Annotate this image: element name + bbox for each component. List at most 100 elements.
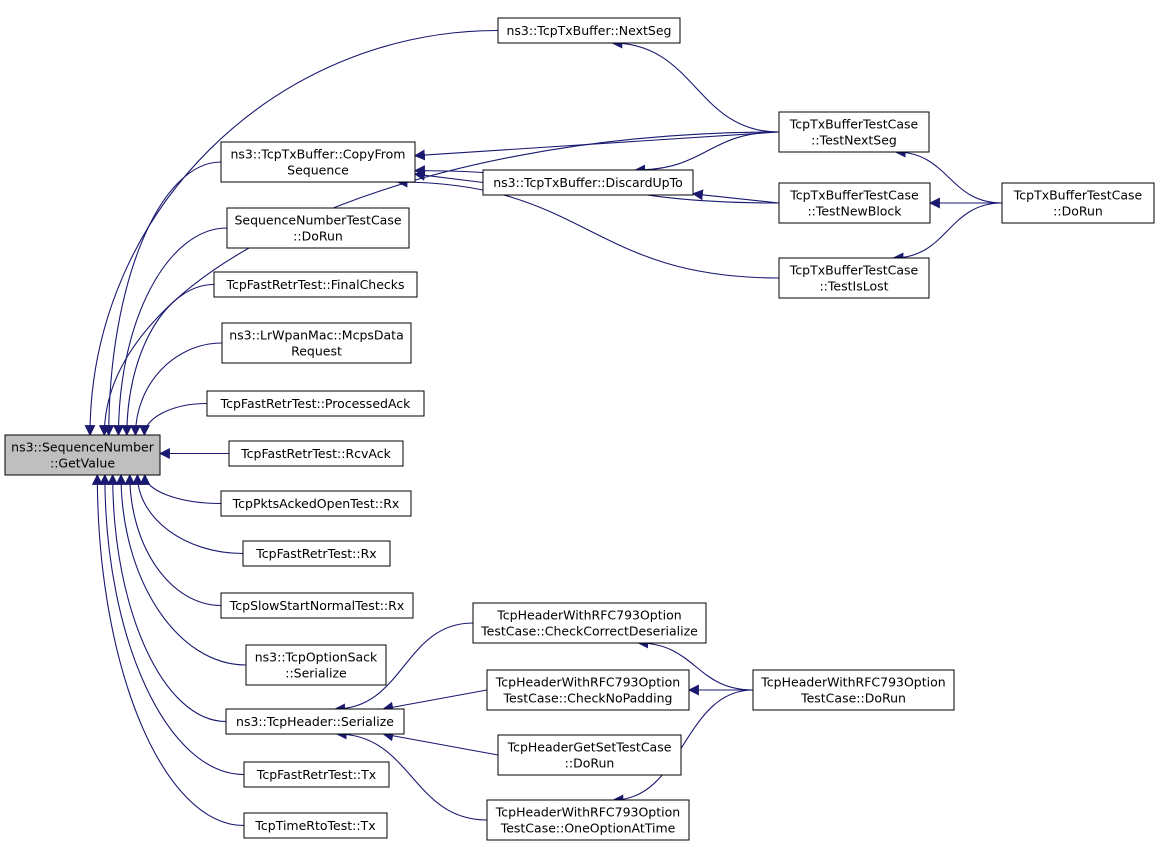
node-box bbox=[486, 799, 690, 841]
node-label: TcpFastRetrTest::RcvAck bbox=[240, 446, 391, 461]
node-label: Request bbox=[291, 344, 342, 359]
node-checknopad[interactable]: TcpHeaderWithRFC793OptionTestCase::Check… bbox=[486, 669, 690, 711]
node-rcvack[interactable]: TcpFastRetrTest::RcvAck bbox=[228, 440, 404, 467]
edge-processedack-to-root bbox=[138, 402, 208, 437]
node-box bbox=[482, 169, 694, 196]
edge-optsack-to-root bbox=[115, 473, 247, 666]
node-label: TcpPktsAckedOpenTest::Rx bbox=[232, 496, 400, 511]
node-box bbox=[778, 257, 930, 299]
edge-finalchecks-to-root bbox=[121, 283, 215, 437]
node-box bbox=[486, 669, 690, 711]
node-label: ::DoRun bbox=[1053, 204, 1103, 219]
node-hdrser[interactable]: ns3::TcpHeader::Serialize bbox=[225, 708, 405, 735]
node-label: TcpTxBufferTestCase bbox=[789, 188, 919, 203]
edge-mcps-to-root bbox=[129, 342, 223, 437]
edge-slowrx-to-root bbox=[124, 473, 222, 607]
node-box bbox=[1001, 182, 1155, 224]
edge-testnextseg-to-nextseg bbox=[611, 37, 780, 133]
node-label: TcpFastRetrTest::FinalChecks bbox=[225, 277, 404, 292]
edge-pktsrx-to-root bbox=[139, 473, 222, 505]
edge-seqtest-to-root bbox=[112, 227, 228, 437]
edge-checkdeser-to-hdrser bbox=[333, 622, 474, 715]
node-getset[interactable]: TcpHeaderGetSetTestCase::DoRun bbox=[497, 734, 682, 776]
node-label: TcpTxBufferTestCase bbox=[789, 117, 919, 132]
edge-copyfrom-to-root bbox=[103, 161, 222, 437]
node-testnewblock[interactable]: TcpTxBufferTestCase::TestNewBlock bbox=[778, 182, 931, 224]
node-box bbox=[497, 734, 682, 776]
node-pktsrx[interactable]: TcpPktsAckedOpenTest::Rx bbox=[220, 490, 412, 517]
node-label: ns3::SequenceNumber bbox=[11, 440, 155, 455]
nodes-layer: ns3::SequenceNumber::GetValue ns3::TcpTxB… bbox=[4, 17, 1155, 841]
edges-layer bbox=[84, 29, 1003, 827]
node-box bbox=[497, 17, 681, 44]
node-label: ::GetValue bbox=[50, 456, 115, 471]
node-slowrx[interactable]: TcpSlowStartNormalTest::Rx bbox=[220, 592, 414, 619]
node-label: TcpHeaderWithRFC793Option bbox=[496, 608, 681, 623]
node-seqtest[interactable]: SequenceNumberTestCase::DoRun bbox=[226, 207, 410, 249]
node-label: ::DoRun bbox=[565, 756, 615, 771]
edge-hdrser-to-root bbox=[107, 473, 227, 723]
edge-txdorun-to-testislost bbox=[892, 202, 1003, 264]
node-finalchecks[interactable]: TcpFastRetrTest::FinalChecks bbox=[213, 271, 418, 298]
node-label: TcpFastRetrTest::Rx bbox=[255, 546, 376, 561]
node-box bbox=[220, 592, 414, 619]
edge-txdorun-to-testnextseg bbox=[894, 146, 1003, 204]
edge-testnextseg-to-copyfrom bbox=[413, 131, 780, 161]
node-fasttx[interactable]: TcpFastRetrTest::Tx bbox=[243, 761, 390, 788]
node-rtotx[interactable]: TcpTimeRtoTest::Tx bbox=[243, 812, 388, 839]
edge-discard-to-copyfrom bbox=[413, 169, 484, 184]
node-label: TestCase::DoRun bbox=[800, 691, 906, 706]
node-oneopt[interactable]: TcpHeaderWithRFC793OptionTestCase::OneOp… bbox=[486, 799, 690, 841]
node-box bbox=[213, 271, 418, 298]
node-box bbox=[242, 540, 391, 567]
edge-rfcdorun-to-oneopt bbox=[612, 689, 754, 806]
node-label: TestCase::CheckNoPadding bbox=[503, 691, 673, 706]
node-box bbox=[778, 111, 930, 153]
node-label: ::TestNextSeg bbox=[811, 133, 897, 148]
edge-testislost-to-copyfrom bbox=[396, 176, 780, 279]
edge-getset-to-hdrser bbox=[382, 730, 499, 756]
node-label: TestCase::OneOptionAtTime bbox=[500, 821, 676, 836]
node-box bbox=[243, 812, 388, 839]
node-label: TcpTxBufferTestCase bbox=[789, 263, 919, 278]
node-txdorun[interactable]: TcpTxBufferTestCase::DoRun bbox=[1001, 182, 1155, 224]
node-label: ::TestIsLost bbox=[819, 279, 888, 294]
node-root: ns3::SequenceNumber::GetValue bbox=[4, 434, 161, 476]
edge-testnewblock-to-discard bbox=[691, 189, 780, 204]
node-label: TcpHeaderWithRFC793Option bbox=[495, 675, 680, 690]
node-label: TcpFastRetrTest::Tx bbox=[256, 767, 376, 782]
node-label: TcpHeaderWithRFC793Option bbox=[760, 675, 945, 690]
node-box bbox=[752, 669, 955, 711]
node-box bbox=[243, 761, 390, 788]
node-fastrx[interactable]: TcpFastRetrTest::Rx bbox=[242, 540, 391, 567]
node-testnextseg[interactable]: TcpTxBufferTestCase::TestNextSeg bbox=[778, 111, 930, 153]
node-box bbox=[778, 182, 931, 224]
node-label: ::DoRun bbox=[293, 229, 343, 244]
node-label: ns3::TcpTxBuffer::DiscardUpTo bbox=[493, 175, 683, 190]
node-label: TcpSlowStartNormalTest::Rx bbox=[229, 598, 404, 613]
node-nextseg[interactable]: ns3::TcpTxBuffer::NextSeg bbox=[497, 17, 681, 44]
node-checkdeser[interactable]: TcpHeaderWithRFC793OptionTestCase::Check… bbox=[472, 602, 707, 644]
node-box bbox=[4, 434, 161, 476]
node-box bbox=[228, 440, 404, 467]
node-box bbox=[220, 141, 416, 183]
node-testislost[interactable]: TcpTxBufferTestCase::TestIsLost bbox=[778, 257, 930, 299]
node-optsack[interactable]: ns3::TcpOptionSack::Serialize bbox=[245, 644, 387, 686]
edge-fasttx-to-root bbox=[99, 473, 245, 776]
node-label: TcpTimeRtoTest::Tx bbox=[254, 818, 375, 833]
node-label: TestCase::CheckCorrectDeserialize bbox=[480, 624, 698, 639]
edge-oneopt-to-hdrser bbox=[335, 728, 488, 821]
node-box bbox=[226, 207, 410, 249]
node-label: ns3::TcpHeader::Serialize bbox=[236, 714, 394, 729]
node-discard[interactable]: ns3::TcpTxBuffer::DiscardUpTo bbox=[482, 169, 694, 196]
node-label: ns3::LrWpanMac::McpsData bbox=[229, 328, 403, 343]
node-processedack[interactable]: TcpFastRetrTest::ProcessedAck bbox=[206, 390, 425, 417]
node-label: ns3::TcpTxBuffer::CopyFrom bbox=[231, 147, 406, 162]
node-label: ns3::TcpOptionSack bbox=[255, 650, 378, 665]
node-label: TcpTxBufferTestCase bbox=[1013, 188, 1143, 203]
edge-rfcdorun-to-checkdeser bbox=[637, 637, 754, 691]
node-box bbox=[220, 490, 412, 517]
